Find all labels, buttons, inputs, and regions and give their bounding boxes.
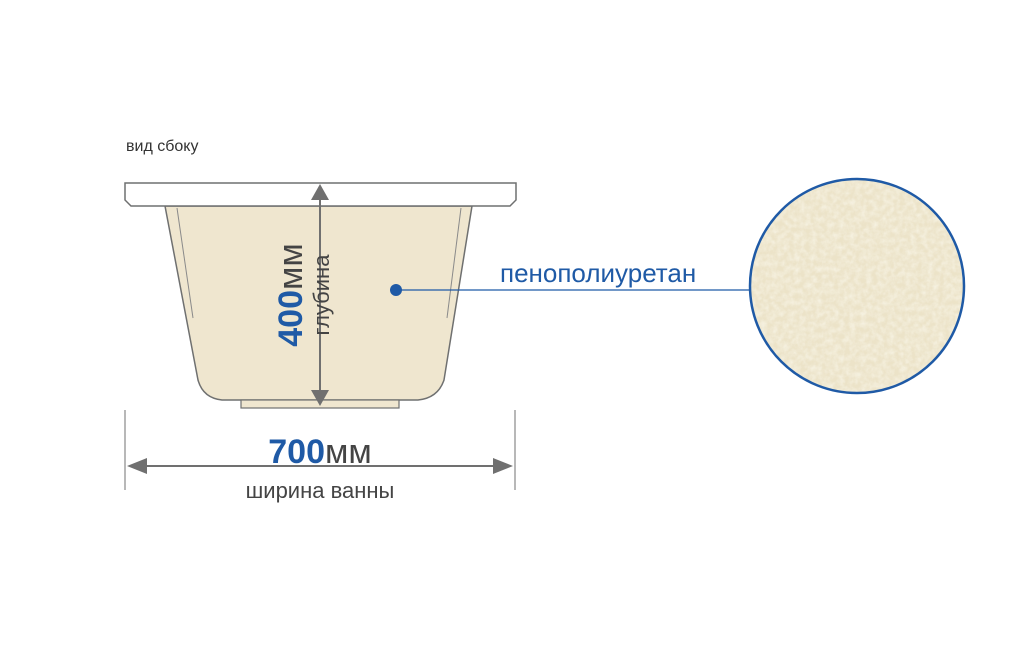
- bathtub-body: [164, 205, 473, 401]
- bathtub-inner-wall-right: [446, 207, 462, 319]
- bathtub-inner-wall-left: [176, 207, 194, 319]
- depth-label-rotated: 400мм глубина: [272, 243, 335, 347]
- width-unit: мм: [324, 433, 372, 471]
- depth-number: 400: [272, 290, 310, 347]
- foam-texture-sample: [748, 177, 966, 395]
- depth-arrow: [311, 184, 329, 406]
- depth-dimension-value: 400мм: [272, 243, 310, 347]
- width-number: 700: [268, 433, 325, 471]
- depth-unit: мм: [272, 243, 310, 291]
- depth-caption: глубина: [309, 254, 334, 336]
- width-caption: ширина ванны: [245, 478, 395, 503]
- width-dimension-value: 700мм: [0, 432, 640, 472]
- view-caption: вид сбоку: [126, 138, 199, 155]
- width-arrow: [124, 410, 516, 490]
- material-label: пенополиуретан: [500, 258, 697, 288]
